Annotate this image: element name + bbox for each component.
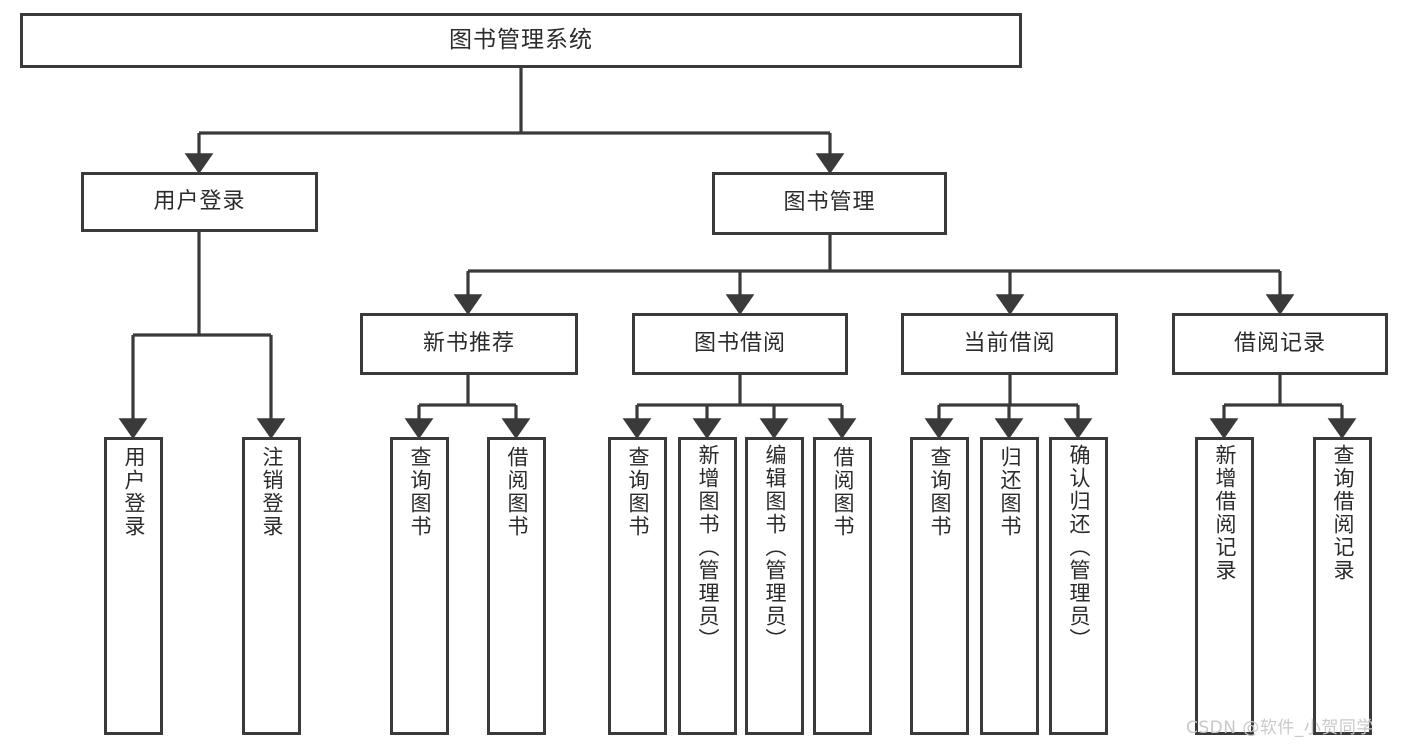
node-current-borrow[interactable]: 当前借阅 — [901, 313, 1118, 375]
node-root-book-management-system[interactable]: 图书管理系统 — [20, 13, 1022, 68]
node-borrow-record-label: 借阅记录 — [1233, 330, 1326, 356]
leaf-current-borrow-confirm-return-label: 确认归还（管理员） — [1066, 444, 1091, 651]
leaf-user-login-logout-label: 注销登录 — [259, 446, 284, 538]
leaf-current-borrow-query-label: 查询图书 — [927, 446, 952, 538]
node-user-login-label: 用户登录 — [153, 188, 246, 214]
leaf-book-borrow-edit[interactable]: 编辑图书（管理员） — [745, 437, 804, 735]
leaf-borrow-record-add[interactable]: 新增借阅记录 — [1195, 437, 1254, 735]
leaf-current-borrow-return-label: 归还图书 — [997, 446, 1022, 538]
node-user-login[interactable]: 用户登录 — [81, 172, 318, 232]
leaf-borrow-record-add-label: 新增借阅记录 — [1212, 444, 1237, 582]
node-new-book-recommend[interactable]: 新书推荐 — [360, 313, 578, 375]
leaf-book-borrow-edit-label: 编辑图书（管理员） — [762, 444, 787, 651]
leaf-user-login-logout[interactable]: 注销登录 — [242, 437, 301, 735]
leaf-book-borrow-query-label: 查询图书 — [625, 446, 650, 538]
leaf-book-borrow-borrow[interactable]: 借阅图书 — [813, 437, 872, 735]
node-book-borrow-label: 图书借阅 — [693, 330, 786, 356]
leaf-current-borrow-confirm-return[interactable]: 确认归还（管理员） — [1049, 437, 1108, 735]
node-book-management[interactable]: 图书管理 — [712, 172, 947, 235]
leaf-book-borrow-add[interactable]: 新增图书（管理员） — [678, 437, 737, 735]
node-new-book-recommend-label: 新书推荐 — [422, 330, 515, 356]
leaf-user-login-login-label: 用户登录 — [121, 446, 146, 538]
leaf-book-borrow-query[interactable]: 查询图书 — [608, 437, 667, 735]
leaf-book-borrow-borrow-label: 借阅图书 — [830, 446, 855, 538]
node-current-borrow-label: 当前借阅 — [963, 330, 1056, 356]
leaf-current-borrow-query[interactable]: 查询图书 — [910, 437, 969, 735]
leaf-book-borrow-add-label: 新增图书（管理员） — [695, 444, 720, 651]
leaf-current-borrow-return[interactable]: 归还图书 — [980, 437, 1039, 735]
leaf-new-book-query-label: 查询图书 — [407, 446, 432, 538]
node-root-label: 图书管理系统 — [449, 26, 593, 53]
leaf-user-login-login[interactable]: 用户登录 — [104, 437, 163, 735]
node-book-borrow[interactable]: 图书借阅 — [632, 313, 848, 375]
node-borrow-record[interactable]: 借阅记录 — [1172, 313, 1388, 375]
leaf-new-book-borrow[interactable]: 借阅图书 — [487, 437, 546, 735]
leaf-new-book-borrow-label: 借阅图书 — [504, 446, 529, 538]
leaf-borrow-record-query-label: 查询借阅记录 — [1330, 444, 1355, 582]
node-book-management-label: 图书管理 — [783, 190, 876, 216]
leaf-borrow-record-query[interactable]: 查询借阅记录 — [1313, 437, 1372, 735]
csdn-watermark: CSDN @软件_小贺同学 — [1186, 718, 1374, 738]
leaf-new-book-query[interactable]: 查询图书 — [390, 437, 449, 735]
